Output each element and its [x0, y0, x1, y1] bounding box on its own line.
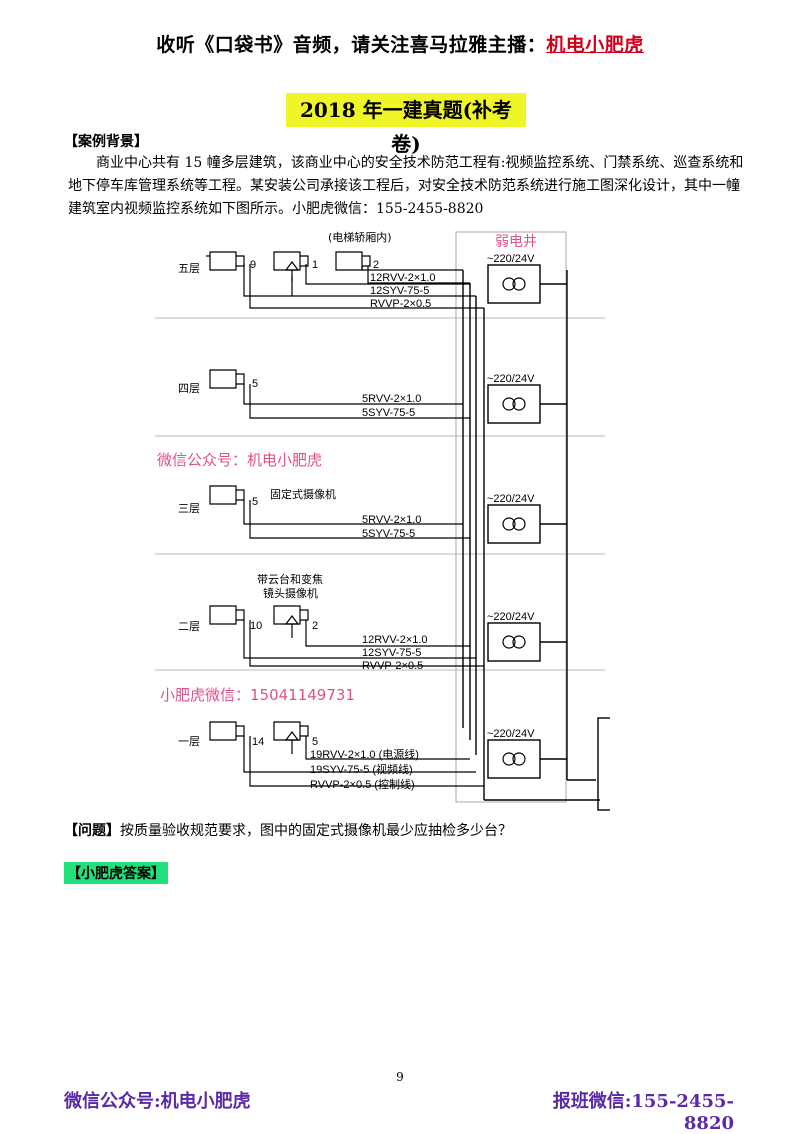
weak-current-shaft [455, 231, 567, 803]
background-tag: 【案例背景】 [64, 134, 148, 150]
floor-4: 四层 5 5RVV-2×1.0 5SYV-75-5 [178, 369, 470, 419]
cable-label: RVVP-2×0.5 [362, 660, 423, 672]
floor-label: 二层 [178, 620, 200, 633]
floor-label: 一层 [178, 735, 200, 748]
elevator-camera-count: 2 [373, 259, 379, 271]
fixed-camera-count: 9 [250, 259, 256, 271]
ptz-camera-count: 2 [312, 620, 318, 632]
floor-label: 五层 [178, 262, 200, 275]
fixed-camera-count: 5 [252, 496, 258, 508]
header-anchor-name[interactable]: 机电小肥虎 [546, 34, 644, 56]
header-prefix: 收听《口袋书》音频，请关注喜马拉雅主播： [156, 34, 547, 56]
floor-5: 五层 9 1 2 12RVV-2×1.0 12SYV-75-5 RVVP-2×0… [178, 251, 484, 310]
floor-2: 带云台和变焦 镜头摄像机 二层 10 2 12RVV-2×1.0 12SYV-7… [178, 572, 484, 672]
floor-1: 一层 14 5 19RVV-2×1.0 (电源线) 19SYV-75-5 (视频… [178, 721, 484, 791]
ptz-camera-note: 镜头摄像机 [263, 586, 318, 600]
cable-label: 5RVV-2×1.0 [362, 393, 421, 405]
question-text: 按质量验收规范要求，图中的固定式摄像机最少应抽检多少台？ [120, 823, 512, 839]
ptz-camera-count: 1 [312, 259, 318, 271]
page-title: 2018 年一建真题(补考卷) [286, 93, 526, 156]
page-header: 收听《口袋书》音频，请关注喜马拉雅主播：机电小肥虎 [0, 30, 800, 57]
floor-3: 三层 固定式摄像机 5 5RVV-2×1.0 5SYV-75-5 [178, 485, 470, 540]
footer-wechat-account: 微信公众号:机电小肥虎 [64, 1091, 251, 1112]
transformer-label: ~220/24V [487, 728, 535, 740]
question-tag: 【问题】 [64, 823, 120, 839]
ptz-camera-count: 5 [312, 736, 318, 748]
footer-enroll-contact: 报班微信:155-2455-8820 [552, 1091, 734, 1134]
transformer-label: ~220/24V [487, 253, 535, 265]
cable-label: 19SYV-75-5 (视频线) [310, 762, 413, 776]
cctv-system-diagram: 弱电井 (电梯轿厢内) ~220/24V ~220/24V ~220/24V ~… [155, 230, 610, 811]
fixed-camera-count: 14 [252, 736, 264, 748]
cable-label: 12SYV-75-5 [370, 285, 429, 297]
ptz-camera-note: 带云台和变焦 [257, 572, 323, 586]
cable-label: 5SYV-75-5 [362, 528, 415, 540]
fixed-camera-count: 10 [250, 620, 262, 632]
cable-label: 5SYV-75-5 [362, 407, 415, 419]
cable-label: 12RVV-2×1.0 [362, 634, 428, 646]
floor-label: 三层 [178, 502, 200, 515]
fixed-camera-count: 5 [252, 378, 258, 390]
cable-label: RVVP-2×0.5 (控制线) [310, 777, 415, 791]
watermark-wechat-account: 微信公众号：机电小肥虎 [157, 451, 322, 469]
transformer-label: ~220/24V [487, 493, 535, 505]
control-center-box [597, 717, 610, 811]
page-number: 9 [396, 1070, 404, 1084]
transformer-label: ~220/24V [487, 611, 535, 623]
transformer-label: ~220/24V [487, 373, 535, 385]
floor-label: 四层 [178, 382, 200, 395]
cable-label: 19RVV-2×1.0 (电源线) [310, 747, 419, 761]
answer-tag: 【小肥虎答案】 [64, 862, 168, 884]
fixed-camera-note: 固定式摄像机 [270, 487, 336, 501]
cable-label: 12SYV-75-5 [362, 647, 421, 659]
background-paragraph: 商业中心共有 15 幢多层建筑，该商业中心的安全技术防范工程有:视频监控系统、门… [68, 155, 744, 217]
watermark-wechat-contact: 小肥虎微信：15041149731 [160, 686, 355, 704]
weak-shaft-label: 弱电井 [495, 234, 537, 250]
elevator-note: (电梯轿厢内) [328, 230, 392, 244]
cable-label: 12RVV-2×1.0 [370, 272, 436, 284]
cable-label: 5RVV-2×1.0 [362, 514, 421, 526]
cable-label: RVVP-2×0.5 [370, 298, 431, 310]
question-line: 【问题】按质量验收规范要求，图中的固定式摄像机最少应抽检多少台？ [64, 820, 512, 840]
